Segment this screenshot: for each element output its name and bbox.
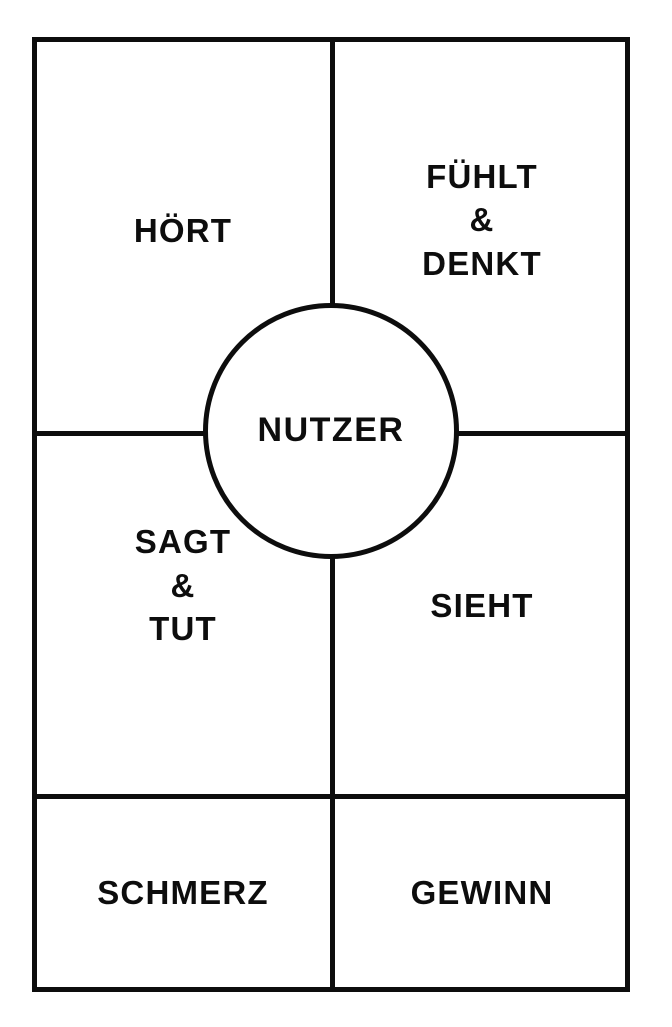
region-hears-label: HÖRT [133,212,233,250]
region-sees-label: SIEHT [430,586,534,624]
region-thinks-and-feels[interactable]: FÜHLT & DENKT [336,42,628,430]
center-circle-label: NUTZER [257,411,405,450]
region-hears[interactable]: HÖRT [37,42,329,430]
region-pain[interactable]: SCHMERZ [37,799,329,987]
divider-horizontal-middle-right [458,431,630,436]
region-sees[interactable]: SIEHT [336,436,628,793]
divider-horizontal-lower [32,794,630,799]
center-circle-user[interactable]: NUTZER [203,303,459,559]
divider-horizontal-middle-left [32,431,205,436]
region-gain[interactable]: GEWINN [336,799,628,987]
region-says-and-does-label: SAGT & TUT [134,523,232,648]
region-says-and-does[interactable]: SAGT & TUT [37,436,329,793]
region-pain-label: SCHMERZ [97,874,269,912]
region-thinks-and-feels-label: FÜHLT & DENKT [422,157,542,282]
region-gain-label: GEWINN [410,874,554,912]
